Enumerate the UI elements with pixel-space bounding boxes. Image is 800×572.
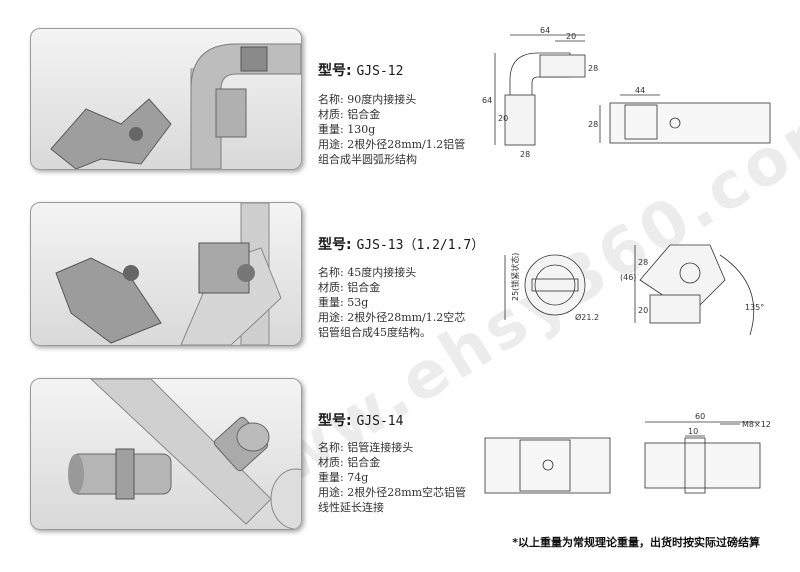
dim-g: 44 [635,86,645,95]
dim-d: 64 [482,96,492,105]
dim-c: (46) [620,273,636,282]
dim-d: 28 [638,258,648,267]
model-label: 型号: [318,237,352,253]
spec-usage: 用途: 2根外径28mm空芯铝管线性延长连接 [318,486,467,514]
spec-usage: 用途: 2根外径28mm/1.2空芯铝管组合成45度结构。 [318,311,466,339]
product-photo-gjs-12 [30,28,302,170]
spec-weight: 重量: 74g [318,471,369,484]
technical-drawing-gjs-14: 60 10 M8×12 [484,412,771,494]
spec-weight: 重量: 53g [318,296,369,309]
dim-f: 28 [520,150,530,159]
product-photo-gjs-13 [30,202,302,346]
joint-45-photo-icon [55,203,282,345]
dim-c: M8×12 [742,420,771,429]
spec-weight: 重量: 130g [318,123,376,136]
model-code: GJS-13（1.2/1.7） [356,238,485,253]
spec-material: 材质: 铝合金 [318,456,381,469]
dim-b: 20 [566,32,576,41]
dim-c: 28 [588,64,598,73]
model-title-gjs-12: 型号: GJS-12 [318,60,403,80]
elbow-90-photo-icon [50,43,301,169]
model-code: GJS-14 [356,414,404,429]
spec-material: 材质: 铝合金 [318,108,381,121]
model-code: GJS-12 [356,64,404,79]
dim-e: 20 [498,114,508,123]
specs-gjs-13: 名称: 45度内接接头 材质: 铝合金 重量: 53g 用途: 2根外径28mm… [318,265,468,340]
specs-gjs-14: 名称: 铝管连接接头 材质: 铝合金 重量: 74g 用途: 2根外径28mm空… [318,440,468,515]
product-photo-gjs-14 [30,378,302,530]
technical-drawing-gjs-13: 25(锁紧状态) Ø21.2 (46) 28 20 135° [504,244,764,336]
dim-b: Ø21.2 [575,312,599,322]
model-title-gjs-13: 型号: GJS-13（1.2/1.7） [318,234,484,254]
dim-a: 25(锁紧状态) [510,253,520,301]
specs-gjs-12: 名称: 90度内接接头 材质: 铝合金 重量: 130g 用途: 2根外径28m… [318,92,468,167]
spec-name: 名称: 45度内接接头 [318,266,417,279]
dim-f: 135° [745,303,764,312]
weight-footnote: *以上重量为常规理论重量，出货时按实际过磅结算 [512,536,760,549]
dim-b: 10 [688,427,698,436]
dim-h: 28 [588,120,598,129]
technical-drawing-gjs-12: 64 20 28 64 20 28 44 28 [482,26,771,159]
model-label: 型号: [318,63,352,79]
model-title-gjs-14: 型号: GJS-14 [318,410,403,430]
dim-a: 60 [695,412,705,421]
model-label: 型号: [318,413,352,429]
dim-a: 64 [540,26,550,35]
spec-name: 名称: 铝管连接接头 [318,441,414,454]
spec-material: 材质: 铝合金 [318,281,381,294]
dim-e: 20 [638,306,648,315]
spec-name: 名称: 90度内接接头 [318,93,417,106]
spec-usage: 用途: 2根外径28mm/1.2铝管组合成半圆弧形结构 [318,138,466,166]
connector-photo-icon [68,379,301,529]
